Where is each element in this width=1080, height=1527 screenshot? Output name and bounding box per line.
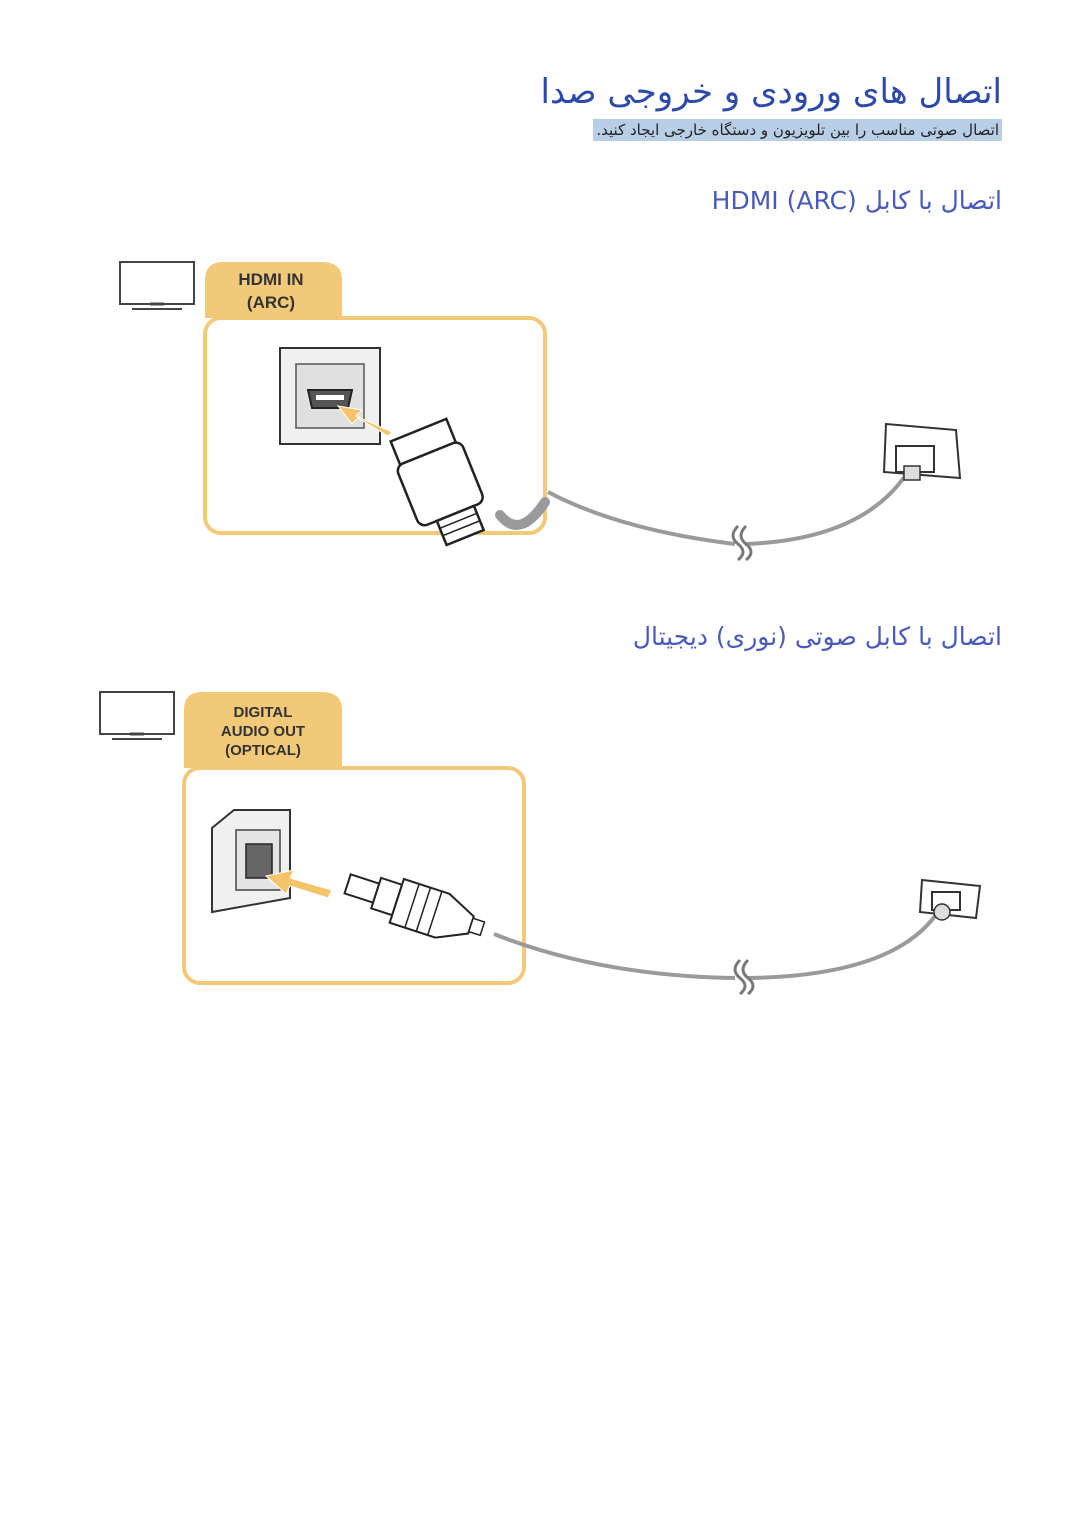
insert-arrow-icon: [264, 869, 333, 899]
hdmi-plug-icon: [389, 417, 486, 547]
external-device-port-icon: [882, 422, 962, 481]
port-label-tab: [184, 692, 342, 768]
cable-left: [493, 932, 736, 980]
section-heading-hdmi-arc: اتصال با کابل HDMI (ARC): [711, 186, 1002, 215]
optical-port-icon: [211, 809, 291, 914]
tv-icon: [119, 261, 195, 310]
hdmi-port-icon: [279, 347, 381, 445]
port-label-line-2: (ARC): [247, 293, 295, 312]
port-label-tab: [205, 262, 342, 318]
port-label-line-3: (OPTICAL): [225, 742, 301, 759]
insert-arrow-icon: [336, 405, 393, 437]
external-device-port-icon: [918, 878, 982, 921]
port-label-line-1: HDMI IN: [238, 270, 303, 289]
hdmi-cable: [495, 497, 550, 530]
hdmi-arc-diagram: HDMI IN (ARC): [0, 240, 1080, 570]
page-subtitle: اتصال صوتی مناسب را بین تلویزیون و دستگا…: [593, 119, 1002, 141]
cable-left: [547, 490, 736, 546]
port-label-line-2: AUDIO OUT: [221, 723, 305, 740]
section-heading-optical: اتصال با کابل صوتی (نوری) دیجیتال: [632, 622, 1002, 651]
cable-right: [744, 474, 907, 546]
page-title: اتصال های ورودی و خروجی صدا: [540, 72, 1002, 112]
tv-icon: [99, 691, 175, 740]
port-label-line-1: DIGITAL: [234, 704, 293, 721]
cable-right: [747, 914, 937, 980]
cable-break-icon: [733, 958, 755, 996]
cable-break-icon: [731, 524, 753, 562]
optical-diagram: DIGITAL AUDIO OUT (OPTICAL): [0, 680, 1080, 1010]
optical-plug-icon: [343, 873, 486, 939]
